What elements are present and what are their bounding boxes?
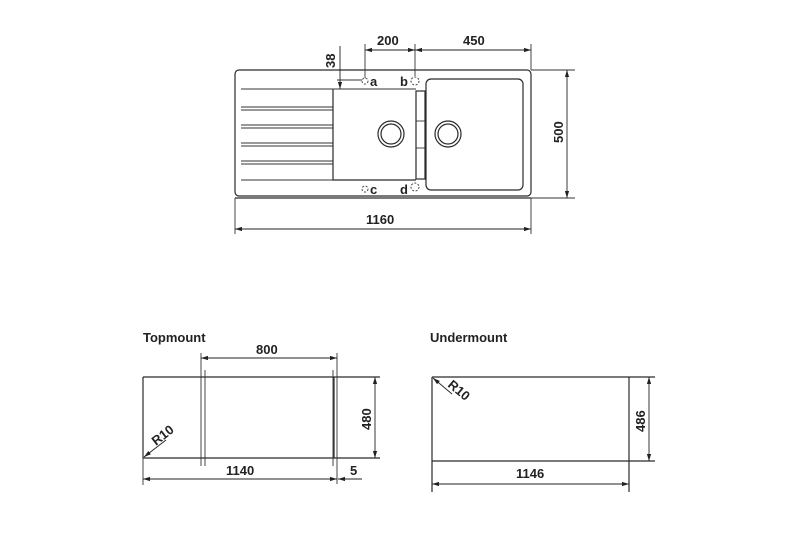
- r10-arrow-undermount: [432, 377, 453, 395]
- tap-hole-c-icon: [361, 185, 369, 193]
- drain-small-bowl: [377, 120, 405, 148]
- large-bowl-outline: [425, 78, 524, 191]
- undermount-cutout: Undermount 486 R10 1146: [430, 330, 655, 492]
- dim-200-label: 200: [377, 33, 399, 48]
- dim-450-label: 450: [463, 33, 485, 48]
- bowl-divider: [415, 90, 426, 180]
- r10-arrow-topmount: [143, 439, 167, 458]
- dim-500-label: 500: [551, 121, 566, 143]
- dim-480-label: 480: [359, 408, 374, 430]
- dim-486-label: 486: [633, 410, 648, 432]
- dim-1140-label: 1140: [226, 463, 254, 478]
- tap-hole-d-icon: [410, 182, 420, 192]
- small-bowl-outline: [332, 89, 416, 181]
- dim-5-label: 5: [350, 463, 357, 478]
- tap-hole-label-c: c: [370, 182, 377, 197]
- dim-1146-label: 1146: [516, 466, 544, 481]
- drain-large-bowl: [434, 120, 462, 148]
- r10-label-undermount: R10: [445, 377, 473, 404]
- dim-38-label: 38: [323, 54, 338, 68]
- tap-hole-label-a: a: [370, 74, 378, 89]
- dim-1160-label: 1160: [366, 212, 394, 227]
- dim-800-label: 800: [256, 342, 278, 357]
- tap-hole-label-d: d: [400, 182, 408, 197]
- undermount-title: Undermount: [430, 330, 508, 345]
- topmount-title: Topmount: [143, 330, 206, 345]
- r10-label-topmount: R10: [149, 422, 177, 449]
- drainer-grooves: [241, 88, 333, 181]
- topmount-cutout: Topmount 800 480 R10 1140 5: [142, 330, 380, 485]
- tap-hole-a-icon: [361, 77, 369, 85]
- top-view-sink: a b c d 38 200 450 500 1160: [234, 33, 575, 234]
- tap-hole-label-b: b: [400, 74, 408, 89]
- tap-hole-b-icon: [410, 76, 420, 86]
- sink-outline: [234, 69, 532, 197]
